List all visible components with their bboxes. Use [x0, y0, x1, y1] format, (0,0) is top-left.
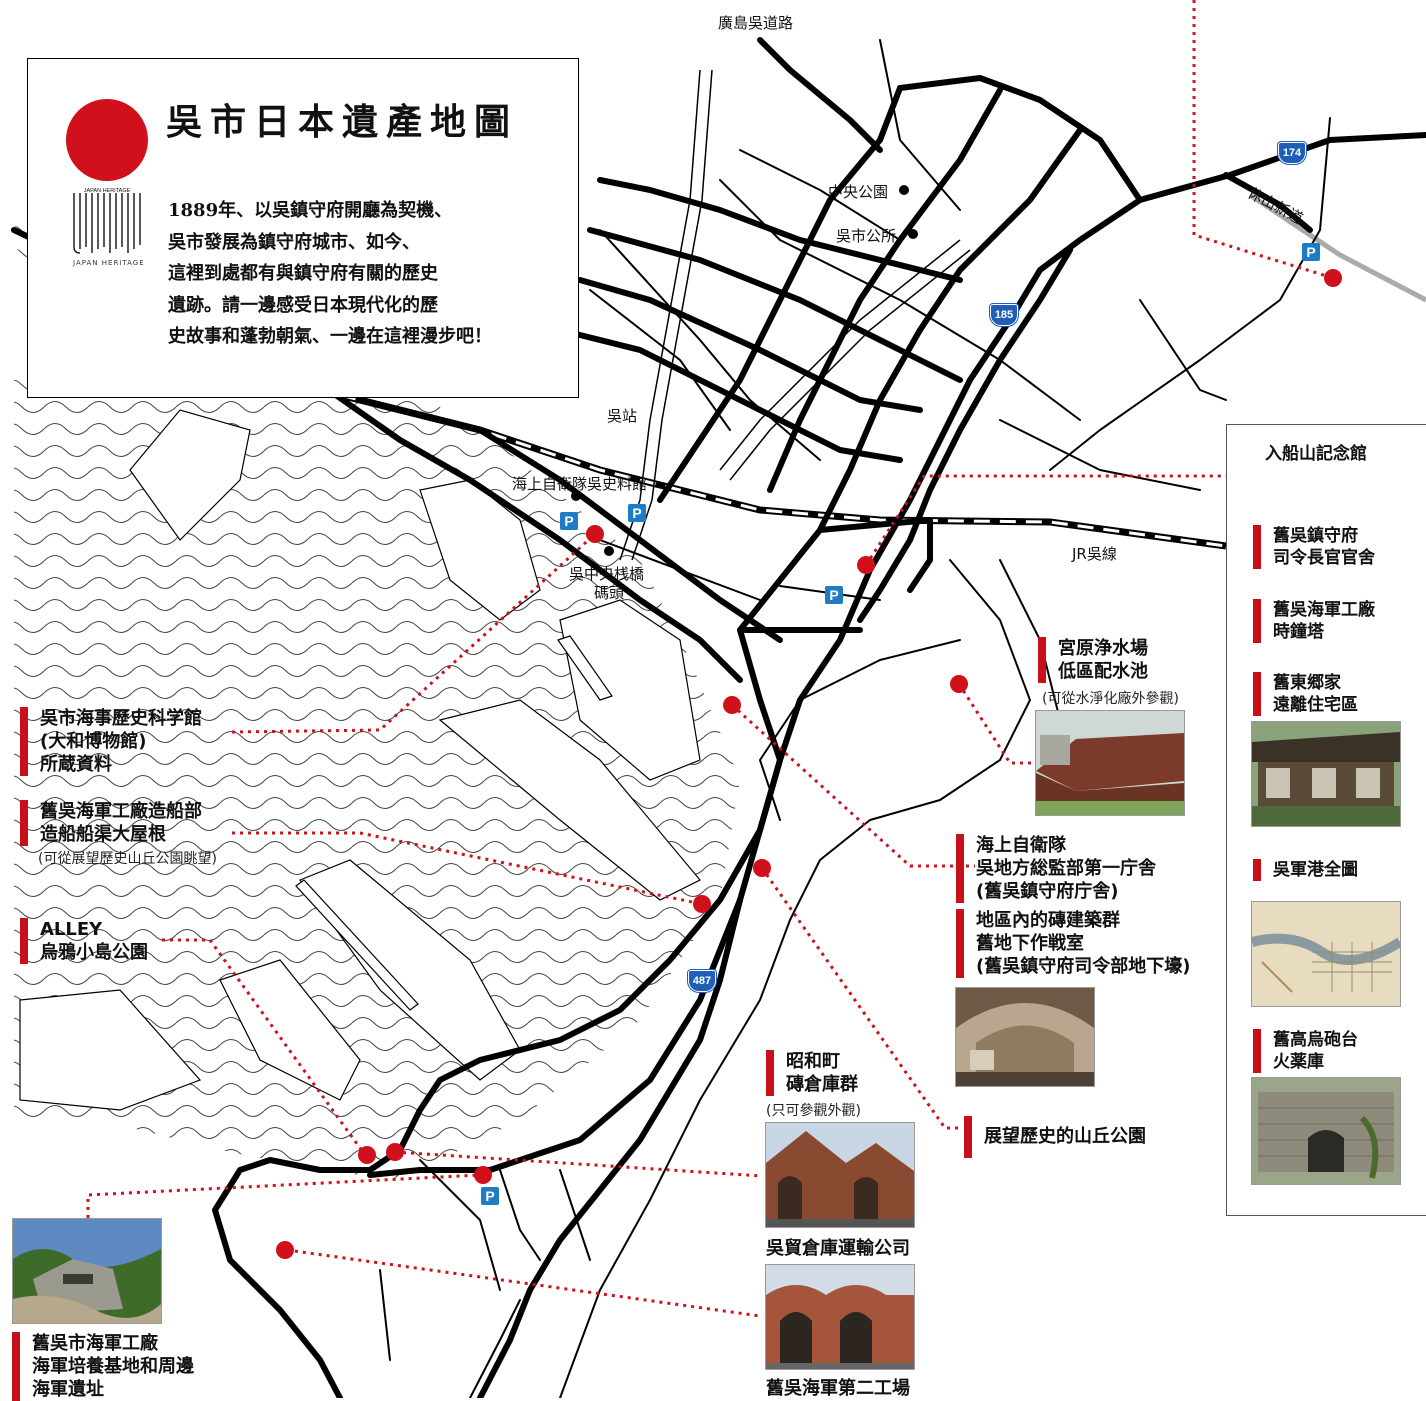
parking-icon: P	[560, 512, 578, 530]
poi-alley-karasu[interactable]: ALLEY 烏鴉小島公園	[20, 918, 148, 964]
photo-port-map	[1251, 901, 1401, 1007]
poi-history-hill-park[interactable]: 展望歷史的山丘公園	[964, 1116, 1146, 1158]
label-pier-2: 碼頭	[594, 584, 625, 602]
label-jr-line: JR吳線	[1072, 545, 1117, 563]
poi-naval-training-base[interactable]: 舊吳市海軍工廠 海軍培養基地和周邊 海軍遺址	[12, 1332, 194, 1401]
japan-heritage-logo-script: JAPAN HERITAGE	[73, 188, 141, 254]
pier-block	[438, 699, 701, 901]
photo-training-base	[12, 1218, 162, 1324]
poi-yamato-museum[interactable]: 吳市海事歷史科学館 (大和博物館) 所蔵資料	[20, 707, 202, 776]
photo-second-factory	[765, 1264, 915, 1370]
parking-icon: P	[825, 586, 843, 604]
poi-jmsdf-hq[interactable]: 海上自衛隊 吳地方総監部第一庁舎 (舊吳鎮守府庁舎)	[956, 834, 1156, 903]
poi-markers[interactable]	[276, 269, 1342, 1259]
parking-icon: P	[481, 1187, 499, 1205]
sidebar-item-port-map[interactable]: 吳軍港全圖	[1253, 859, 1358, 881]
label-hiroshima-road: 廣島吳道路	[718, 14, 794, 32]
label-pier-1: 吳中央桟橋	[569, 565, 645, 583]
caption-warehouse: 吳貿倉庫運輸公司	[766, 1238, 910, 1259]
poi-miyahara-water[interactable]: 宮原浄水場 低區配水池	[1038, 637, 1148, 683]
photo-powder-magazine	[1251, 1077, 1401, 1185]
svg-text:JAPAN HERITAGE: JAPAN HERITAGE	[84, 188, 131, 194]
label-city-office: 吳市公所	[836, 227, 897, 245]
poi-note: (可從展望歷史山丘公園眺望)	[38, 851, 217, 867]
label-kure-station: 吳站	[607, 407, 638, 425]
pier-arm	[295, 879, 419, 1011]
photo-underground-bunker	[955, 987, 1095, 1087]
kyuzan-road-grey	[1248, 192, 1426, 303]
japan-heritage-logo-text: JAPAN HERITAGE	[73, 259, 145, 267]
parking-icon: P	[628, 504, 646, 522]
route-shield-487: 487	[688, 970, 716, 992]
harbor-water	[14, 380, 740, 1180]
info-description: 1889年、以吳鎮守府開廳為契機、 吳市發展為鎮守府城市、如今、 這裡到處都有與…	[168, 200, 492, 347]
poi-note: (可從水淨化廠外參觀)	[1042, 691, 1179, 707]
label-central-park: 中央公園	[828, 183, 889, 201]
pier-block	[19, 989, 202, 1111]
sidebar-item-togo-house[interactable]: 舊東郷家 遠離住宅區	[1253, 672, 1358, 716]
poi-showa-warehouses[interactable]: 昭和町 磚倉庫群	[766, 1050, 858, 1096]
photo-brick-warehouse	[765, 1122, 915, 1228]
route-shield-174: 174	[1278, 142, 1306, 164]
pier-block	[559, 599, 701, 781]
major-roads	[11, 37, 1426, 1398]
place-dots	[571, 185, 918, 556]
info-panel: JAPAN HERITAGE JAPAN HERITAGE 吳市日本遺產地圖 1…	[27, 58, 579, 398]
iriuneyama-panel: 入船山記念館 舊吳鎮守府 司令長官官舍 舊吳海軍工廠 時鐘塔 舊東郷家 遠離住宅…	[1226, 424, 1426, 1216]
pier-block	[129, 409, 251, 541]
pier-arm	[557, 635, 613, 701]
photo-water-reservoir	[1035, 710, 1185, 816]
label-jmsdf-museum: 海上自衛隊吳史料館	[512, 475, 648, 493]
caption-second-factory: 舊吳海軍第二工場	[766, 1378, 910, 1399]
sidebar-item-powder-magazine[interactable]: 舊高烏砲台 火薬庫	[1253, 1029, 1358, 1073]
route-shield-185: 185	[990, 304, 1018, 326]
sidebar-title: 入船山記念館	[1265, 444, 1367, 464]
photo-togo-house	[1251, 721, 1401, 827]
pier-block	[219, 959, 361, 1101]
sidebar-item-clock-tower[interactable]: 舊吳海軍工廠 時鐘塔	[1253, 599, 1375, 643]
parking-icon: P	[1302, 243, 1320, 261]
poi-brick-buildings[interactable]: 地區內的磚建築群 舊地下作戦室 (舊吳鎮守府司令部地下壕)	[956, 909, 1190, 978]
sidebar-item-commander-residence[interactable]: 舊吳鎮守府 司令長官官舍	[1253, 525, 1375, 569]
page-title: 吳市日本遺產地圖	[166, 101, 519, 143]
poi-note: (只可參觀外觀)	[766, 1103, 861, 1119]
railway-spur	[719, 239, 961, 471]
japan-heritage-logo-sun	[66, 99, 148, 181]
poi-shipbuilding-roof[interactable]: 舊吳海軍工廠造船部 造船船渠大屋根	[20, 800, 202, 846]
